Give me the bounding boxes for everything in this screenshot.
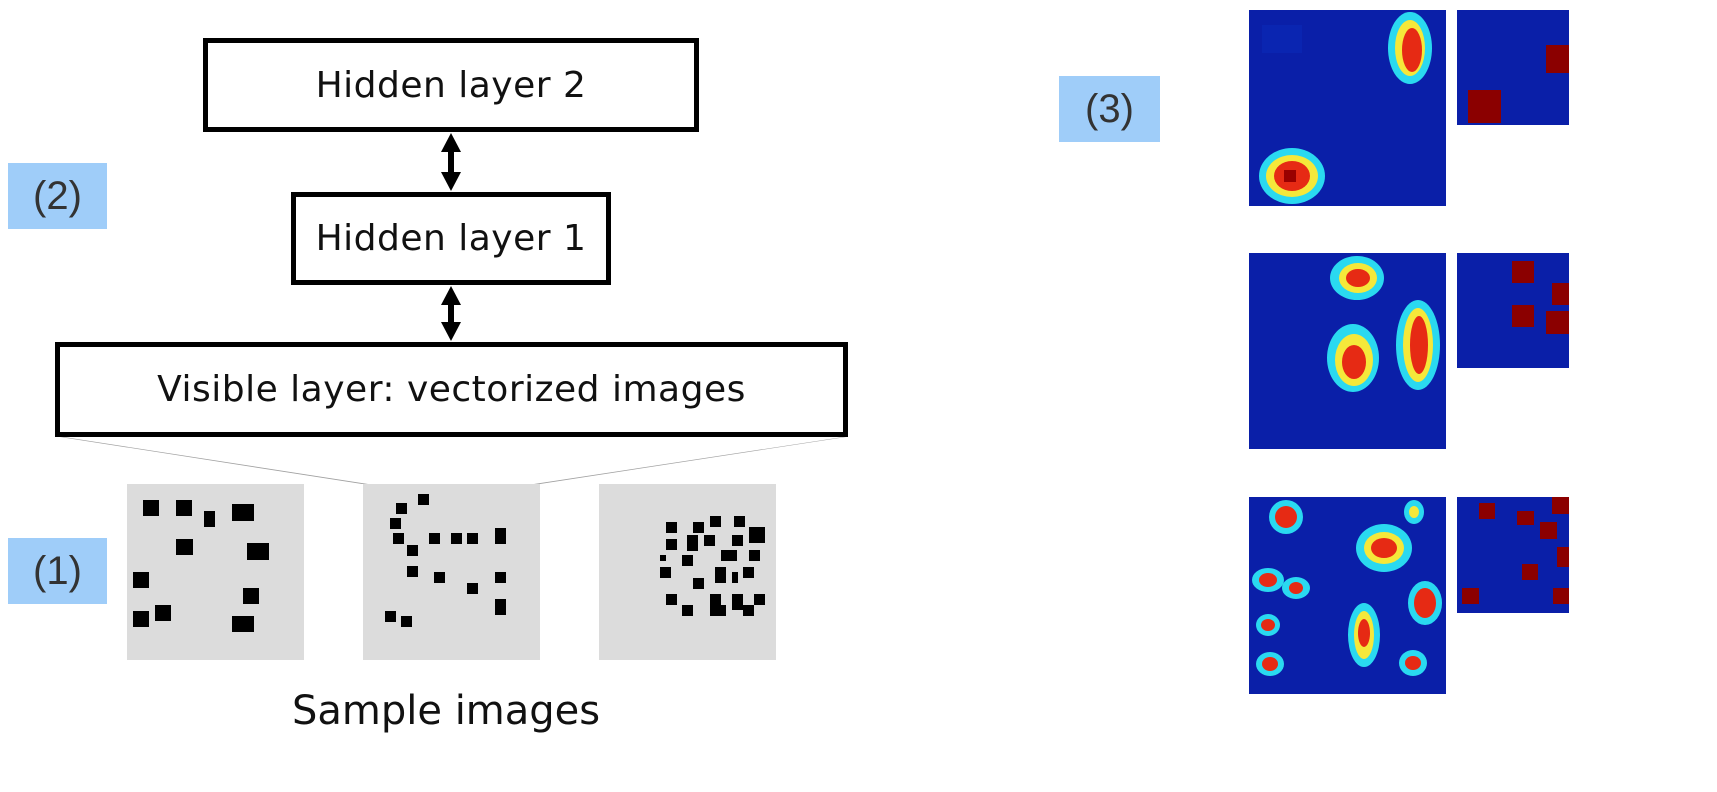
heatmap-target-3 <box>1457 497 1569 613</box>
visible-layer-box: Visible layer: vectorized images <box>55 342 848 437</box>
hidden-layer-1-box: Hidden layer 1 <box>291 192 611 285</box>
hidden-layer-1-label: Hidden layer 1 <box>315 218 587 259</box>
sample-images-caption: Sample images <box>292 688 601 734</box>
step-label-2: (2) <box>8 163 107 229</box>
connector-right <box>534 437 846 484</box>
step-label-3: (3) <box>1059 76 1160 142</box>
arrow-hidden1-visible <box>441 286 461 341</box>
sample-image-3 <box>599 484 776 660</box>
heatmap-2 <box>1249 253 1446 449</box>
connector-left <box>60 437 368 484</box>
hidden-layer-2-box: Hidden layer 2 <box>203 38 699 132</box>
sample-image-1 <box>127 484 304 660</box>
heatmap-target-1 <box>1457 10 1569 125</box>
hidden-layer-2-label: Hidden layer 2 <box>315 64 587 106</box>
heatmap-1 <box>1249 10 1446 206</box>
visible-layer-label: Visible layer: vectorized images <box>157 369 746 410</box>
step-label-1: (1) <box>8 538 107 604</box>
heatmap-3 <box>1249 497 1446 694</box>
sample-image-2 <box>363 484 540 660</box>
heatmap-target-2 <box>1457 253 1569 368</box>
arrow-hidden2-hidden1 <box>441 133 461 191</box>
